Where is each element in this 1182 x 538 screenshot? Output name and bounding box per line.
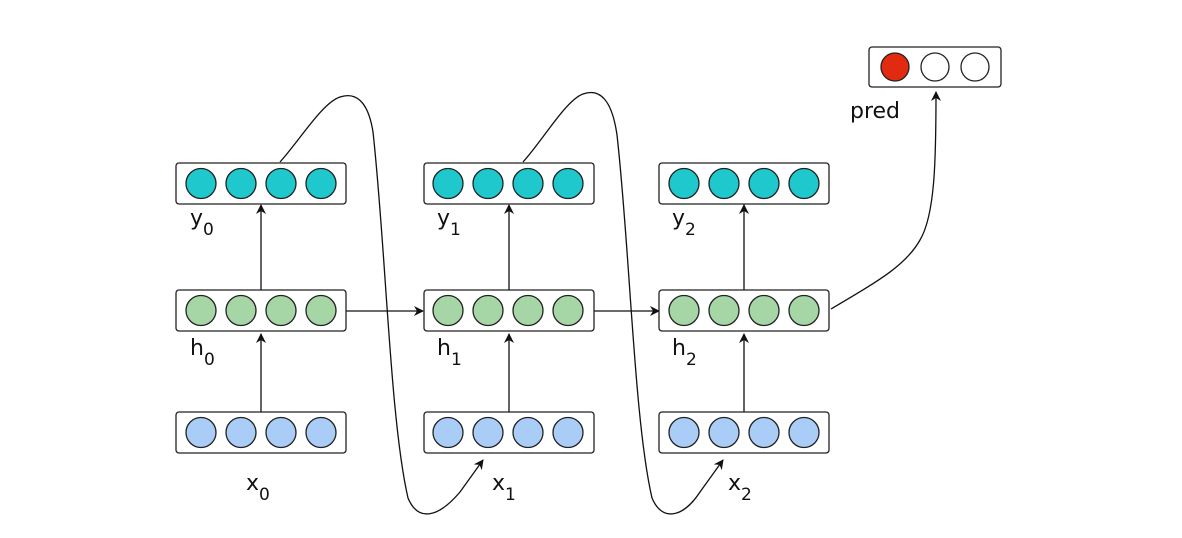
y1-unit bbox=[472, 167, 504, 200]
svg-text:h0: h0 bbox=[190, 336, 215, 370]
svg-text:y2: y2 bbox=[672, 206, 696, 240]
h2-unit bbox=[668, 294, 700, 327]
x1-unit bbox=[512, 416, 544, 449]
h1-unit bbox=[512, 294, 544, 327]
h1-layer bbox=[423, 289, 595, 332]
label-y1: y1 bbox=[437, 206, 461, 240]
label-y0: y0 bbox=[190, 206, 214, 240]
y2-layer bbox=[658, 162, 830, 205]
label-x0: x0 bbox=[246, 471, 270, 505]
y2-unit bbox=[748, 167, 780, 200]
label-x2: x2 bbox=[728, 471, 752, 505]
svg-text:h1: h1 bbox=[437, 336, 462, 370]
label-y2: y2 bbox=[672, 206, 696, 240]
y1-layer bbox=[423, 162, 595, 205]
x0-unit bbox=[305, 416, 337, 449]
h0-unit bbox=[265, 294, 297, 327]
feedback-y0-x1 bbox=[279, 95, 484, 515]
x2-unit bbox=[668, 416, 700, 449]
x2-unit bbox=[708, 416, 740, 449]
pred-unit bbox=[960, 52, 990, 82]
svg-text:y1: y1 bbox=[437, 206, 461, 240]
y2-unit bbox=[788, 167, 820, 200]
x1-unit bbox=[552, 416, 584, 449]
x1-unit bbox=[432, 416, 464, 449]
y0-layer bbox=[175, 162, 347, 205]
h2-unit bbox=[748, 294, 780, 327]
pred-label: pred bbox=[850, 99, 900, 124]
h1-unit bbox=[552, 294, 584, 327]
y2-unit bbox=[668, 167, 700, 200]
label-x1: x1 bbox=[492, 471, 516, 505]
y0-unit bbox=[265, 167, 297, 200]
x2-unit bbox=[748, 416, 780, 449]
h0-layer bbox=[175, 289, 347, 332]
h2-layer bbox=[658, 289, 830, 332]
x1-layer bbox=[423, 411, 595, 454]
h1-unit bbox=[472, 294, 504, 327]
feedback-y1-x2 bbox=[522, 92, 724, 515]
svg-text:h2: h2 bbox=[672, 336, 697, 370]
label-h2: h2 bbox=[672, 336, 697, 370]
y0-unit bbox=[225, 167, 257, 200]
h2-unit bbox=[708, 294, 740, 327]
y0-unit bbox=[185, 167, 217, 200]
svg-text:x2: x2 bbox=[728, 471, 752, 505]
x0-layer bbox=[175, 411, 347, 454]
pred-box bbox=[868, 46, 1002, 88]
pred-unit bbox=[880, 52, 910, 82]
x1-unit bbox=[472, 416, 504, 449]
h1-unit bbox=[432, 294, 464, 327]
y2-unit bbox=[708, 167, 740, 200]
y1-unit bbox=[432, 167, 464, 200]
svg-text:x1: x1 bbox=[492, 471, 516, 505]
pred-unit bbox=[920, 52, 950, 82]
y0-unit bbox=[305, 167, 337, 200]
h0-unit bbox=[305, 294, 337, 327]
x0-unit bbox=[185, 416, 217, 449]
h0-unit bbox=[185, 294, 217, 327]
x2-unit bbox=[788, 416, 820, 449]
y1-unit bbox=[552, 167, 584, 200]
x0-unit bbox=[225, 416, 257, 449]
h2-unit bbox=[788, 294, 820, 327]
svg-text:x0: x0 bbox=[246, 471, 270, 505]
arrow-h2-pred bbox=[830, 91, 941, 310]
svg-text:y0: y0 bbox=[190, 206, 214, 240]
label-h1: h1 bbox=[437, 336, 462, 370]
h0-unit bbox=[225, 294, 257, 327]
label-h0: h0 bbox=[190, 336, 215, 370]
x0-unit bbox=[265, 416, 297, 449]
x2-layer bbox=[658, 411, 830, 454]
y1-unit bbox=[512, 167, 544, 200]
